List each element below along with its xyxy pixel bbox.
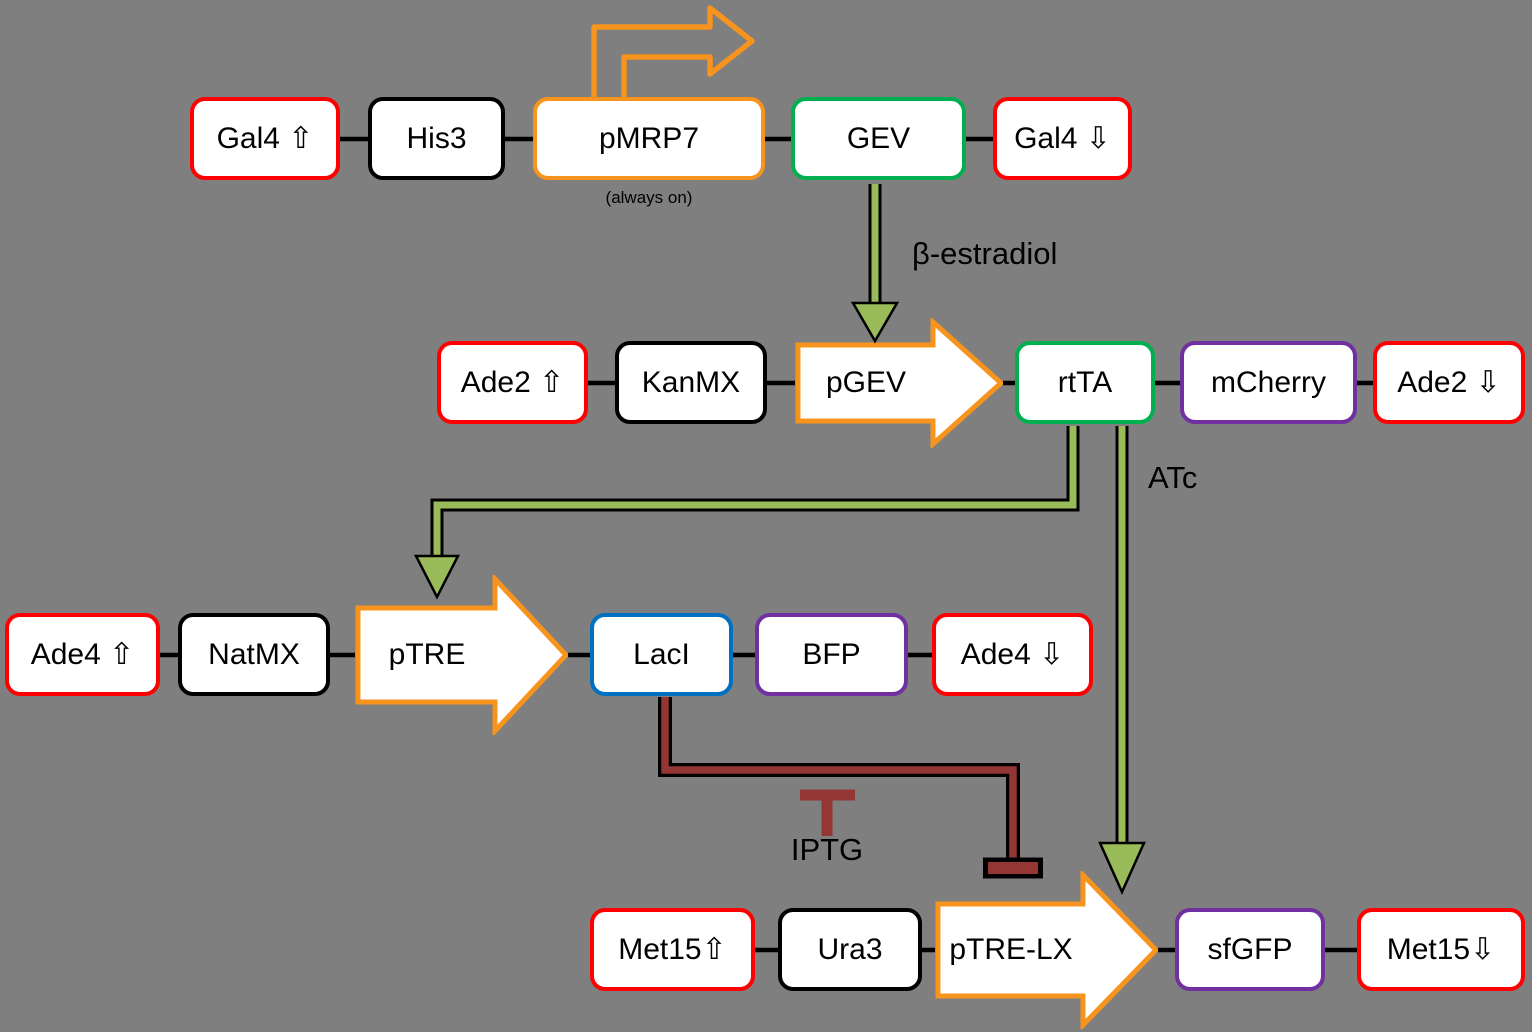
gene-box-ade2-up: Ade2 ⇧ [437, 341, 588, 424]
gene-box-gal4-down: Gal4 ⇩ [993, 97, 1132, 180]
rtta-to-ptre-arrow [413, 426, 1080, 600]
gene-box-laci: LacI [590, 613, 733, 696]
marker-box-his3: His3 [368, 97, 505, 180]
always-on-note: (always on) [605, 188, 693, 207]
gene-box-ade4-up: Ade4 ⇧ [5, 613, 160, 696]
gene-box-rtta: rtTA [1015, 341, 1155, 424]
marker-box-kanmx: KanMX [615, 341, 767, 424]
gene-box-met15-down: Met15⇩ [1357, 908, 1525, 991]
iptg-inhibition-tee [800, 789, 855, 836]
iptg-label: IPTG [790, 832, 864, 867]
promoter-arrow-shape [355, 575, 570, 735]
atc-label: ATc [1148, 460, 1198, 495]
promoter-box-pmrp7: pMRP7 [533, 97, 765, 180]
promoter-arrow-label: pTRE-LX [949, 933, 1073, 966]
gene-box-ade4-down: Ade4 ⇩ [932, 613, 1093, 696]
dna-connector-lines [160, 136, 1373, 953]
promoter-arrow-ptre: pTRE [355, 575, 570, 735]
marker-box-ura3: Ura3 [778, 908, 922, 991]
gene-box-gal4-up: Gal4 ⇧ [190, 97, 340, 180]
promoter-arrow-label: pTRE [388, 638, 466, 671]
promoter-arrow-shape [935, 871, 1160, 1029]
gene-box-ade2-down: Ade2 ⇩ [1373, 341, 1525, 424]
gene-box-gev: GEV [791, 97, 966, 180]
gene-box-met15-up: Met15⇧ [590, 908, 755, 991]
gene-box-mcherry: mCherry [1180, 341, 1357, 424]
promoter-arrow-pgev: pGEV [795, 318, 1005, 448]
promoter-arrow-shape [795, 318, 1005, 448]
promoter-arrow-label: pGEV [825, 366, 907, 399]
gene-box-bfp: BFP [755, 613, 908, 696]
atc-induction-arrow [1098, 426, 1146, 896]
beta-estradiol-label: β-estradiol [912, 236, 1058, 271]
marker-box-natmx: NatMX [178, 613, 330, 696]
promoter-arrow-ptre-lx: pTRE-LX [935, 871, 1160, 1029]
gene-box-sfgfp: sfGFP [1175, 908, 1325, 991]
transcription-start-arrow-icon [591, 5, 755, 98]
